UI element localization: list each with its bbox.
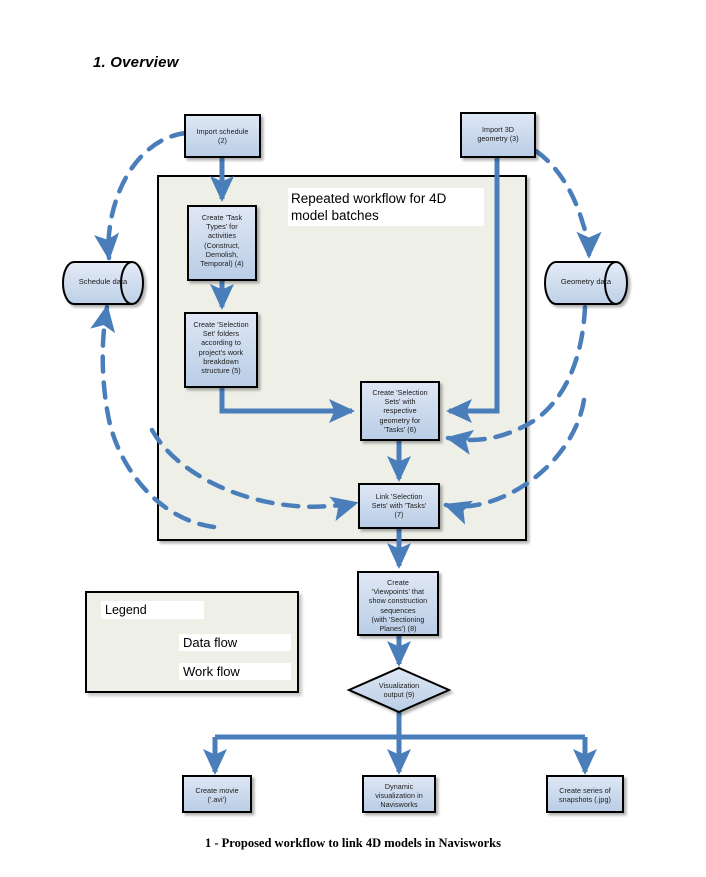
node-create-snapshots[interactable] [546, 775, 624, 813]
node-dynamic-visualization[interactable] [362, 775, 436, 813]
work-flow-arrows [202, 156, 597, 776]
node-create-selection-sets[interactable] [360, 381, 440, 441]
node-create-viewpoints[interactable] [357, 571, 439, 636]
node-import-geometry[interactable] [460, 112, 536, 158]
node-visualization-output[interactable] [346, 666, 452, 714]
node-label-visualization-output: Visualization output (9) [378, 681, 420, 700]
node-create-movie[interactable] [182, 775, 252, 813]
data-flow-bottom-left [149, 427, 359, 522]
node-create-task-types[interactable] [187, 205, 257, 281]
datastore-label-schedule-data: Schedule data [78, 277, 128, 286]
section-heading: 1. Overview [93, 54, 179, 71]
legend-item-data-flow-label: Data flow [179, 634, 291, 651]
legend-title: Legend [101, 601, 204, 619]
legend-panel: Legend Data flow Work flow [85, 591, 299, 693]
legend-item-work-flow-label: Work flow [179, 663, 291, 680]
node-import-schedule[interactable] [184, 114, 261, 158]
data-flow-right [445, 137, 602, 455]
node-link-selection-sets[interactable] [358, 483, 440, 529]
node-create-selection-set-folders[interactable] [184, 312, 258, 388]
container-title: Repeated workflow for 4D model batches [288, 188, 484, 226]
figure-caption: 1 - Proposed workflow to link 4D models … [205, 836, 501, 850]
data-flow-bottom-right [443, 397, 587, 525]
datastore-geometry-data[interactable] [544, 261, 628, 305]
data-flow-left [90, 130, 217, 530]
datastore-label-geometry-data: Geometry data [560, 277, 612, 286]
datastore-schedule-data[interactable] [62, 261, 144, 305]
